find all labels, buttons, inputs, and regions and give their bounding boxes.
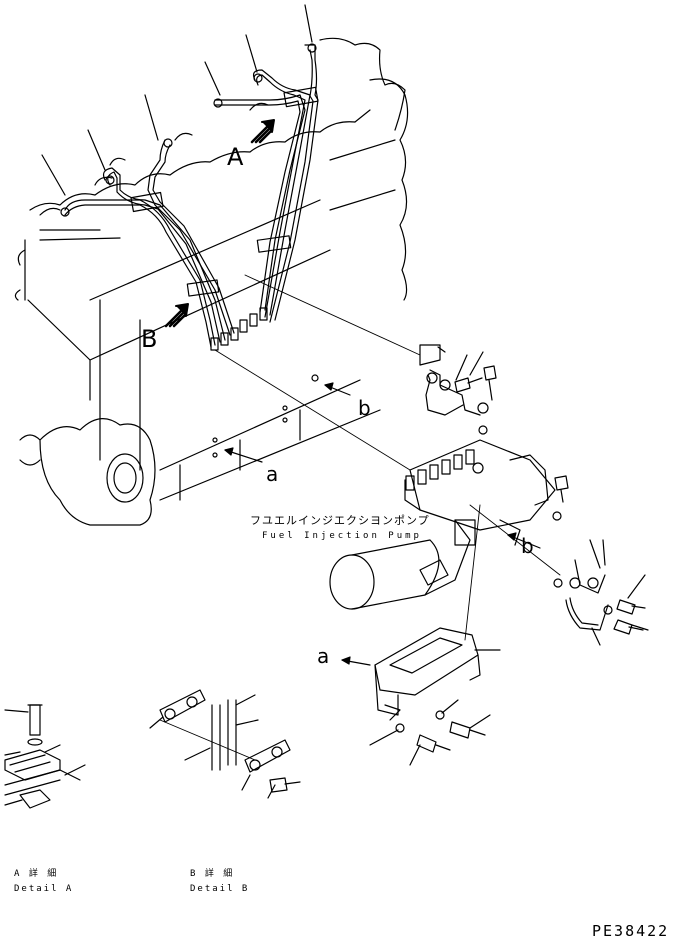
detail-a-title-jp: A 詳 細 [14,869,59,879]
detail-b-drawing [149,689,301,799]
pointer-arrows [224,382,541,666]
detail-b-title-jp: B 詳 細 [190,869,235,879]
detail-a-drawing [4,704,86,809]
view-arrow-a [250,119,275,144]
drawing-number: PE38422 [592,922,670,940]
detail-b-title-en: Detail B [190,884,250,894]
detail-a-title-en: Detail A [14,884,74,894]
right-pipe-hardware [553,539,649,646]
pump-bracket [369,627,501,766]
upper-pipe-hardware [419,344,569,521]
view-label-b: B [141,325,158,353]
ref-label-a-lower: a [317,644,330,668]
component-name-jp: フユエルインジエクシヨンポンプ [250,514,430,527]
view-label-a: A [227,143,244,171]
reference-lines [214,274,561,641]
fuel-injection-pump [329,439,556,610]
injection-pipes [60,43,319,351]
ref-label-b-lower: b [521,534,534,558]
leader-lines-top [41,4,313,196]
engine-block [14,37,409,526]
component-name-en: Fuel Injection Pump [262,531,422,541]
view-arrow-b [164,303,189,328]
ref-label-b-upper: b [358,396,371,420]
ref-label-a-upper: a [266,462,279,486]
